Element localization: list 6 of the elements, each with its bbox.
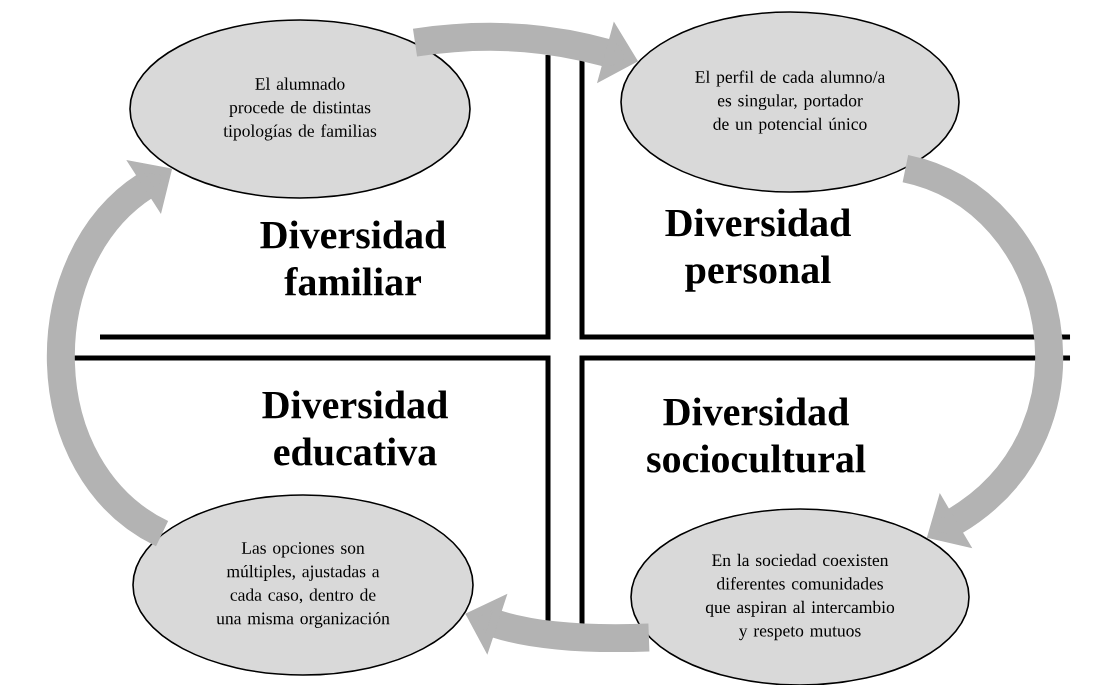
arrow xyxy=(901,155,1064,549)
ellipse-node: En la sociedad coexisten diferentes comunidades que aspiran al intercambio y respeto mutuos xyxy=(630,508,970,685)
quadrant-heading: Diversidad sociocultural xyxy=(647,397,866,473)
ellipse-node: El alumnado procede de distintas tipologías de familias xyxy=(129,19,471,199)
ellipse-node: Las opciones son múltiples, ajustadas a cada caso, dentro de una misma organización xyxy=(132,494,474,676)
ellipse-node: El perfil de cada alumno/a es singular, portador de un potencial único xyxy=(620,11,960,193)
